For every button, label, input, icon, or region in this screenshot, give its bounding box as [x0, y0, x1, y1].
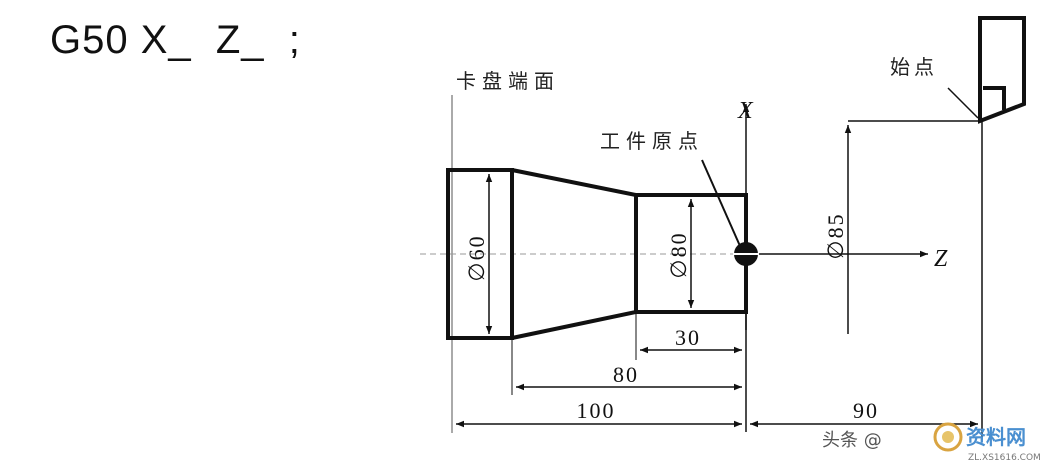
cutting-tool [978, 16, 1026, 124]
dim-label-dia-start: ∅85 [823, 212, 848, 259]
workpiece-origin-label: 工件原点 [600, 129, 704, 153]
watermark-source: 头条 @ [822, 430, 882, 451]
workpiece-origin-leader [701, 159, 741, 247]
watermark-logo-url: ZL.XS1616.COM [968, 453, 1041, 463]
z-axis-label: Z [934, 246, 948, 272]
watermark-logo-text: 资料网 [966, 425, 1026, 449]
watermark-logo: 资料网 ZL.XS1616.COM [933, 422, 1041, 463]
start-point-leader [947, 87, 979, 119]
g50-command-title: G50 X_ Z_ ; [50, 18, 301, 62]
dim-label-len-100: 100 [577, 398, 616, 423]
dim-label-len-90: 90 [853, 398, 879, 423]
dim-label-dia-left: ∅60 [464, 234, 489, 281]
dim-label-len-80: 80 [613, 362, 639, 387]
x-axis-label: X [737, 98, 754, 124]
dim-label-len-30: 30 [675, 325, 701, 350]
chuck-face-label: 卡盘端面 [456, 69, 560, 93]
start-point-label: 始点 [890, 55, 938, 79]
dim-label-dia-right: ∅80 [666, 231, 691, 278]
